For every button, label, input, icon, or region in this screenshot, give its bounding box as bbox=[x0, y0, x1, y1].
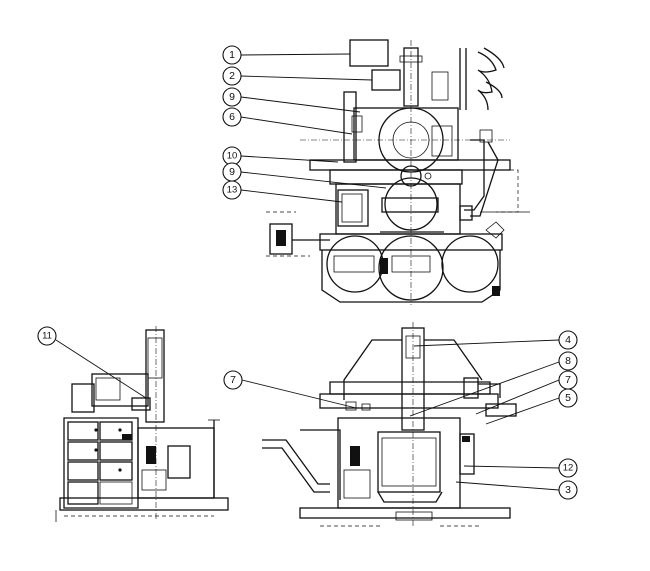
callout-13: 13 bbox=[222, 180, 242, 200]
leader-lines bbox=[55, 53, 560, 491]
svg-text:9: 9 bbox=[229, 91, 235, 103]
plan-view bbox=[266, 39, 530, 305]
svg-text:7: 7 bbox=[230, 374, 236, 386]
callout-1: 1 bbox=[222, 45, 242, 65]
callout-7a: 7 bbox=[223, 370, 243, 390]
svg-text:6: 6 bbox=[229, 111, 235, 123]
callout-6: 6 bbox=[222, 107, 242, 127]
callout-5: 5 bbox=[558, 388, 578, 408]
callout-10: 10 bbox=[222, 146, 242, 166]
svg-text:9: 9 bbox=[229, 166, 235, 178]
callout-2: 2 bbox=[222, 66, 242, 86]
front-view bbox=[262, 322, 517, 528]
callout-12: 12 bbox=[558, 458, 578, 478]
callout-4: 4 bbox=[558, 330, 578, 350]
callout-8: 8 bbox=[558, 351, 578, 371]
svg-text:12: 12 bbox=[563, 463, 574, 474]
callout-9b: 9 bbox=[222, 162, 242, 182]
callout-3: 3 bbox=[558, 480, 578, 500]
svg-text:1: 1 bbox=[229, 49, 235, 61]
callout-9a: 9 bbox=[222, 87, 242, 107]
svg-text:10: 10 bbox=[227, 151, 238, 162]
svg-text:13: 13 bbox=[227, 185, 238, 196]
callout-11: 11 bbox=[37, 326, 57, 346]
side-view bbox=[55, 326, 229, 522]
svg-text:7: 7 bbox=[565, 374, 571, 386]
svg-text:4: 4 bbox=[565, 334, 571, 346]
callout-7b: 7 bbox=[558, 370, 578, 390]
svg-text:3: 3 bbox=[565, 484, 571, 496]
svg-text:11: 11 bbox=[42, 331, 52, 342]
svg-text:8: 8 bbox=[565, 355, 571, 367]
svg-text:5: 5 bbox=[565, 392, 571, 404]
svg-text:2: 2 bbox=[229, 70, 235, 82]
